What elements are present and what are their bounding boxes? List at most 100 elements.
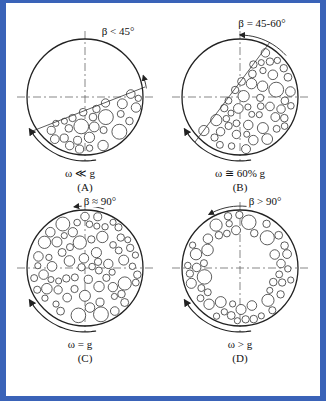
grinding-ball <box>50 135 59 144</box>
grinding-ball <box>34 286 41 293</box>
grinding-ball <box>271 113 280 122</box>
grinding-ball <box>221 104 228 111</box>
grinding-ball <box>190 248 201 259</box>
grinding-ball <box>202 244 214 256</box>
grinding-ball <box>249 135 259 145</box>
grinding-ball <box>103 274 110 281</box>
grinding-ball <box>104 259 113 268</box>
center-line <box>85 31 86 161</box>
grinding-ball <box>112 124 127 139</box>
grinding-ball <box>53 301 59 307</box>
grinding-ball <box>78 264 85 271</box>
grinding-ball <box>135 95 141 101</box>
grinding-ball <box>266 58 273 65</box>
grinding-ball <box>98 140 108 150</box>
grinding-ball <box>118 277 131 290</box>
grinding-ball <box>269 278 277 286</box>
grinding-ball <box>236 211 243 218</box>
grinding-ball <box>65 141 74 150</box>
grinding-ball <box>94 281 104 291</box>
acceleration-label: ω ≪ g <box>63 167 97 179</box>
grinding-ball <box>39 270 49 280</box>
grinding-ball <box>275 231 283 239</box>
grinding-ball <box>186 278 196 288</box>
grinding-ball <box>118 290 126 298</box>
grinding-ball <box>250 315 258 323</box>
grinding-ball <box>281 114 289 122</box>
grinding-ball <box>65 125 73 133</box>
grinding-ball <box>56 217 70 231</box>
panel-tag: (D) <box>230 352 249 364</box>
grinding-ball <box>63 293 72 302</box>
grinding-ball <box>34 252 44 262</box>
mill-shell <box>27 39 143 155</box>
grinding-ball <box>210 219 222 231</box>
grinding-ball <box>278 279 285 286</box>
grinding-ball <box>250 229 258 237</box>
grinding-ball <box>286 87 296 97</box>
grinding-ball <box>242 215 257 230</box>
grinding-ball <box>57 307 65 315</box>
grinding-ball <box>42 283 53 294</box>
grinding-ball <box>35 263 41 269</box>
angle-label: β < 45° <box>100 25 137 37</box>
grinding-ball <box>216 127 224 135</box>
grinding-ball <box>68 228 77 237</box>
grinding-ball <box>110 219 116 225</box>
angle-arrow <box>209 206 251 214</box>
acceleration-label: ω > g <box>226 338 254 350</box>
angle-label: β = 45-60° <box>236 17 287 29</box>
grinding-ball <box>56 278 62 284</box>
grinding-ball <box>269 307 276 314</box>
grinding-ball <box>52 237 62 247</box>
grinding-ball <box>115 247 122 254</box>
mill-shell <box>182 39 298 155</box>
grinding-ball <box>119 255 129 265</box>
grinding-ball <box>132 279 139 286</box>
grinding-ball <box>74 219 81 226</box>
grinding-ball <box>42 295 48 301</box>
grinding-ball <box>117 110 124 117</box>
mill-shell <box>27 210 143 326</box>
grinding-ball <box>262 134 273 145</box>
grinding-ball <box>238 90 249 101</box>
grinding-ball <box>84 132 94 142</box>
grinding-ball <box>270 250 280 260</box>
grinding-ball <box>79 254 89 264</box>
grinding-ball <box>46 254 52 260</box>
white-panel <box>6 3 320 396</box>
grinding-ball <box>232 226 241 235</box>
grinding-ball <box>213 313 219 319</box>
grinding-ball <box>96 298 104 306</box>
grinding-ball <box>245 104 251 110</box>
grinding-ball <box>89 263 96 270</box>
grinding-ball <box>189 242 195 248</box>
grinding-ball <box>267 287 273 293</box>
grinding-ball <box>74 136 82 144</box>
grinding-ball <box>228 143 235 150</box>
grinding-ball <box>64 256 75 267</box>
grinding-ball <box>125 237 131 243</box>
grinding-ball <box>91 248 101 258</box>
charge-surface <box>30 87 145 132</box>
grinding-ball <box>283 250 292 259</box>
grinding-ball <box>277 105 285 113</box>
grinding-ball <box>197 270 211 284</box>
grinding-ball <box>97 231 108 242</box>
grinding-ball <box>225 122 232 129</box>
grinding-ball <box>284 73 292 81</box>
grinding-ball <box>268 70 278 80</box>
grinding-ball <box>257 123 268 134</box>
grinding-ball <box>263 220 270 227</box>
grinding-ball <box>89 122 99 132</box>
grinding-ball <box>242 316 249 323</box>
grinding-ball <box>98 110 113 125</box>
grinding-ball <box>110 307 119 316</box>
grinding-ball <box>186 270 193 277</box>
grinding-ball <box>84 275 92 283</box>
grinding-ball <box>198 285 205 292</box>
grinding-ball <box>230 301 236 307</box>
grinding-ball <box>261 49 269 57</box>
grinding-ball <box>260 231 274 245</box>
